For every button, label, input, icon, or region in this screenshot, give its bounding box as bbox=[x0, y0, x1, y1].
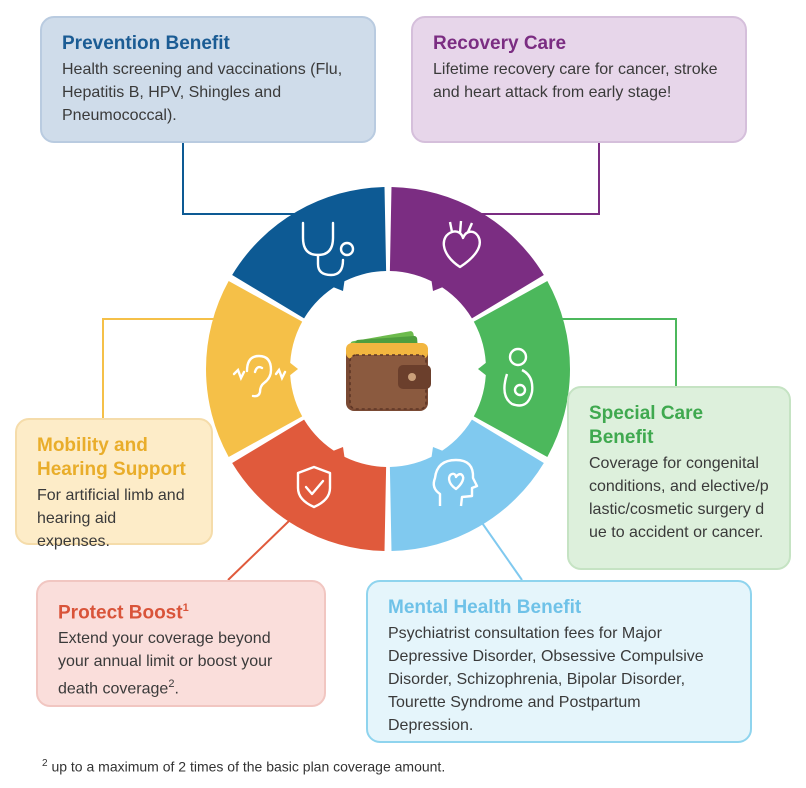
connector-protect bbox=[227, 519, 291, 581]
protect-boost-desc-end: . bbox=[174, 680, 179, 698]
special-care-desc: Coverage for congenital conditions, and … bbox=[589, 455, 769, 541]
connector-mental bbox=[479, 519, 523, 581]
mobility-hearing-desc: For artificial limb and hearing aid expe… bbox=[37, 487, 185, 550]
protect-boost-title: Protect Boost1 bbox=[58, 596, 304, 625]
wheel-segment-mobility bbox=[206, 281, 303, 457]
mental-health-desc: Psychiatrist consultation fees for Major… bbox=[388, 625, 704, 734]
protect-boost-card: Protect Boost1 Extend your coverage beyo… bbox=[36, 580, 326, 707]
wheel-segment-special bbox=[473, 281, 570, 457]
mother-baby-icon bbox=[503, 347, 534, 407]
mobility-hearing-card: Mobility and Hearing Support For artific… bbox=[15, 418, 213, 550]
wheel-notch-recovery bbox=[431, 280, 444, 292]
mental-health-title: Mental Health Benefit bbox=[388, 597, 582, 618]
connector-special bbox=[548, 318, 677, 388]
footnote: 2 up to a maximum of 2 times of the basi… bbox=[42, 758, 445, 775]
footnote-text: up to a maximum of 2 times of the basic … bbox=[47, 758, 446, 775]
protect-boost-title-sup: 1 bbox=[182, 602, 189, 614]
wheel-segment-mental bbox=[389, 419, 544, 551]
wheel-notch-mobility bbox=[289, 362, 298, 376]
mobility-hearing-title: Mobility and Hearing Support bbox=[37, 435, 186, 480]
prevention-benefit-title: Prevention Benefit bbox=[62, 33, 230, 54]
protect-boost-desc: Extend your coverage beyond your annual … bbox=[58, 627, 304, 700]
head-heart-icon bbox=[432, 458, 479, 507]
wheel-notch-prevention bbox=[332, 280, 345, 292]
protect-boost-title-text: Protect Boost bbox=[58, 602, 183, 624]
connector-recovery bbox=[476, 143, 600, 215]
prevention-benefit-desc: Health screening and vaccinations (Flu, … bbox=[62, 61, 343, 124]
ear-icon bbox=[232, 354, 287, 398]
protect-boost-desc-sup: 2 bbox=[168, 678, 175, 691]
connector-mobility bbox=[102, 318, 235, 418]
wheel-notch-protect bbox=[332, 446, 345, 458]
heart-organ-icon bbox=[442, 220, 481, 269]
recovery-care-desc: Lifetime recovery care for cancer, strok… bbox=[433, 61, 718, 101]
prevention-benefit-card: Prevention Benefit Health screening and … bbox=[40, 16, 376, 143]
wheel-segment-recovery bbox=[389, 187, 544, 319]
recovery-care-card: Recovery Care Lifetime recovery care for… bbox=[411, 16, 747, 143]
protect-boost-desc-text: Extend your coverage beyond your annual … bbox=[58, 630, 273, 698]
wheel-segment-protect bbox=[232, 419, 387, 551]
special-care-card: Special Care Benefit Coverage for congen… bbox=[567, 386, 791, 570]
wheel-notch-mental bbox=[431, 446, 444, 458]
shield-check-icon bbox=[296, 465, 332, 509]
special-care-title: Special Care Benefit bbox=[589, 403, 704, 448]
wallet-cash-icon bbox=[346, 331, 431, 411]
recovery-care-title: Recovery Care bbox=[433, 33, 567, 54]
stethoscope-icon bbox=[301, 221, 355, 277]
wheel-notch-special bbox=[478, 362, 487, 376]
footnote-sup: 2 bbox=[42, 758, 48, 769]
connector-prevention bbox=[182, 143, 306, 215]
mental-health-card: Mental Health Benefit Psychiatrist consu… bbox=[366, 580, 752, 743]
